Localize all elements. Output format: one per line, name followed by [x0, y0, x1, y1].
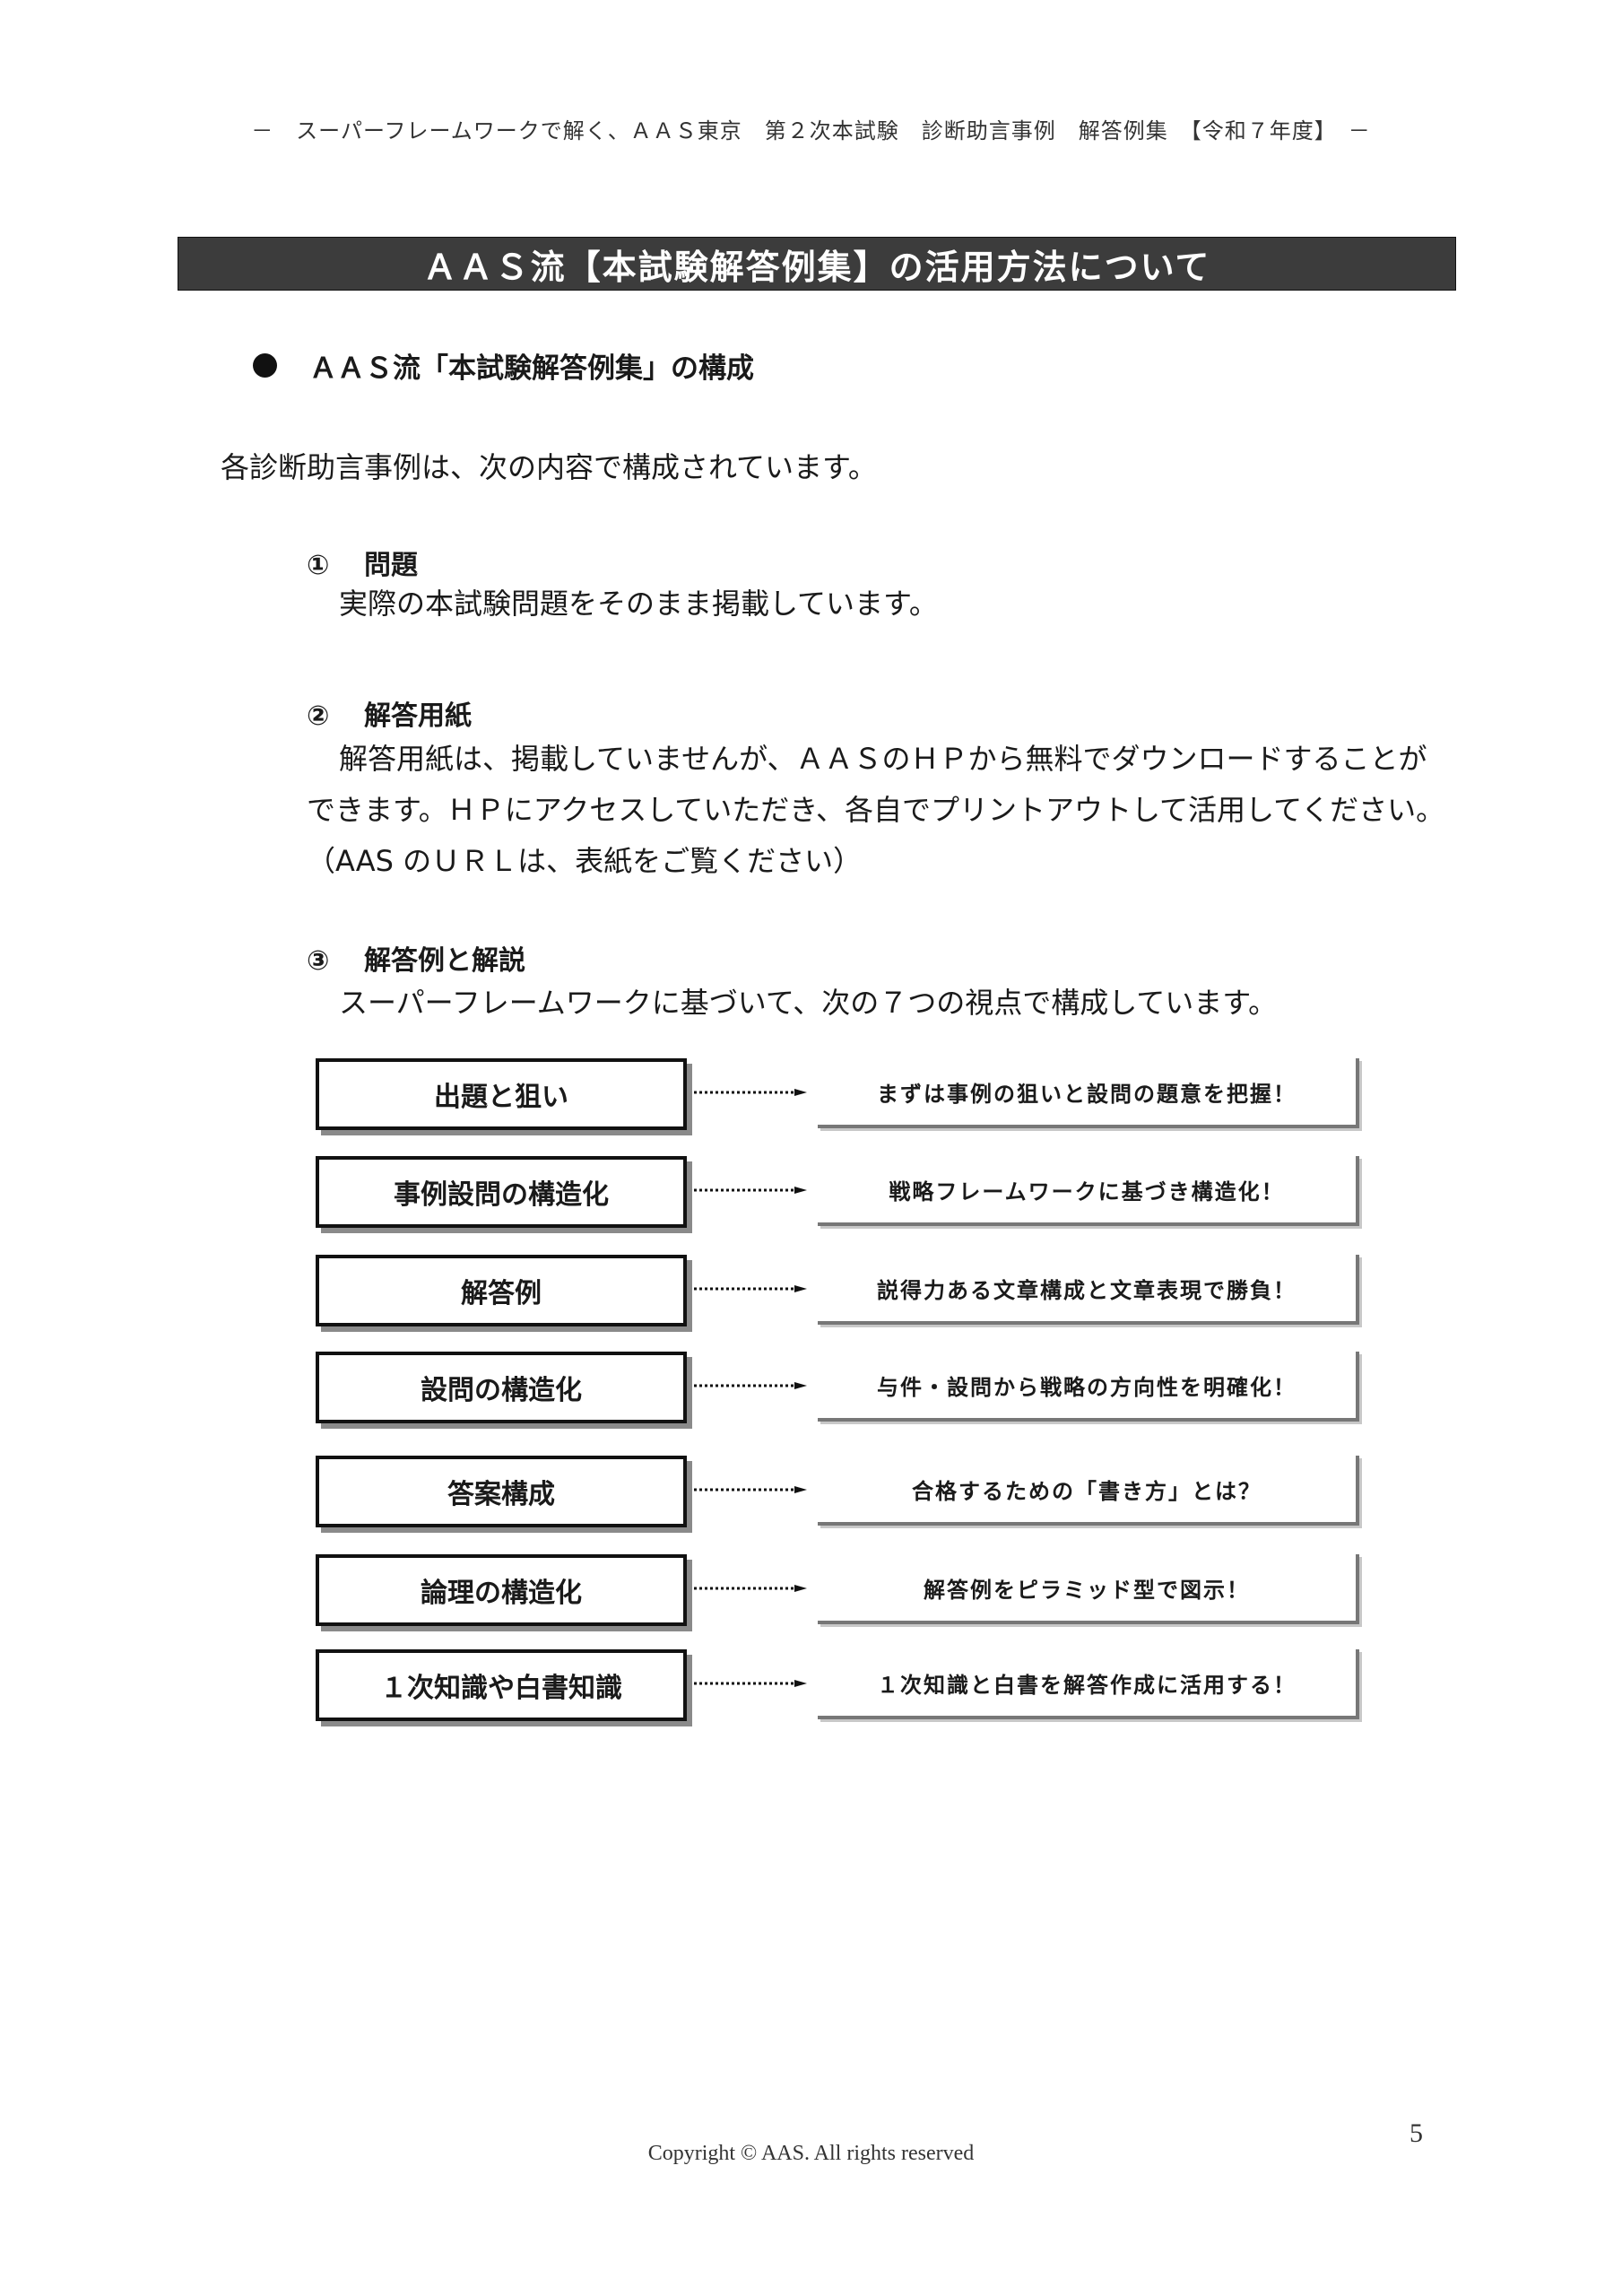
- diagram-item-box: 答案構成: [316, 1456, 687, 1527]
- section-body-3: スーパーフレームワークに基づいて、次の７つの視点で構成しています。: [307, 978, 1463, 1029]
- section-heading-2: ② 解答用紙: [307, 693, 472, 733]
- section-body-2: 解答用紙は、掲載していませんが、ＡＡＳのＨＰから無料でダウンロードすることが で…: [307, 734, 1463, 887]
- page-title: ＡＡＳ流【本試験解答例集】の活用方法について: [178, 237, 1456, 291]
- section-line: 解答用紙は、掲載していませんが、ＡＡＳのＨＰから無料でダウンロードすることが: [339, 742, 1427, 776]
- dotted-arrow-icon: [694, 1486, 807, 1493]
- section-body-1: 実際の本試験問題をそのまま掲載しています。: [307, 578, 1463, 630]
- section-title: 解答例と解説: [364, 945, 525, 977]
- section-title: 問題: [364, 550, 418, 581]
- diagram-item-description: 合格するための「書き方」とは？: [818, 1456, 1359, 1526]
- diagram-item-box: 設問の構造化: [316, 1352, 687, 1423]
- copyright-notice: Copyright © AAS. All rights reserved: [647, 2142, 975, 2165]
- diagram-row: 答案構成 合格するための「書き方」とは？: [316, 1456, 1365, 1535]
- dotted-arrow-icon: [694, 1382, 807, 1389]
- section-number: ②: [307, 700, 330, 732]
- section-number: ③: [307, 945, 330, 977]
- diagram-item-description: 解答例をピラミッド型で図示！: [818, 1554, 1359, 1624]
- diagram-row: １次知識や白書知識 １次知識と白書を解答作成に活用する！: [316, 1649, 1365, 1728]
- section-line: （AAS のＵＲＬは、表紙をご覧ください）: [307, 844, 863, 878]
- dotted-arrow-icon: [694, 1089, 807, 1096]
- diagram-row: 設問の構造化 与件・設問から戦略の方向性を明確化！: [316, 1352, 1365, 1431]
- diagram-row: 論理の構造化 解答例をピラミッド型で図示！: [316, 1554, 1365, 1633]
- section-title: 解答用紙: [364, 700, 472, 732]
- diagram-item-box: 出題と狙い: [316, 1058, 687, 1130]
- diagram-row: 事例設問の構造化 戦略フレームワークに基づき構造化！: [316, 1156, 1365, 1235]
- bullet-heading: ＡＡＳ流「本試験解答例集」の構成: [253, 345, 754, 386]
- dotted-arrow-icon: [694, 1680, 807, 1687]
- diagram-item-description: 説得力ある文章構成と文章表現で勝負！: [818, 1255, 1359, 1325]
- dotted-arrow-icon: [694, 1285, 807, 1292]
- section-line: できます。ＨＰにアクセスしていただき、各自でプリントアウトして活用してください。: [307, 793, 1445, 827]
- section-number: ①: [307, 550, 330, 581]
- section-heading-1: ① 問題: [307, 543, 418, 582]
- diagram-item-box: １次知識や白書知識: [316, 1649, 687, 1721]
- bullet-heading-text: ＡＡＳ流「本試験解答例集」の構成: [309, 352, 754, 385]
- page-number: 5: [1409, 2118, 1423, 2148]
- dotted-arrow-icon: [694, 1187, 807, 1194]
- diagram-item-description: まずは事例の狙いと設問の題意を把握！: [818, 1058, 1359, 1128]
- bullet-dot-icon: [253, 353, 277, 378]
- diagram-item-description: 戦略フレームワークに基づき構造化！: [818, 1156, 1359, 1226]
- intro-paragraph: 各診断助言事例は、次の内容で構成されています。: [221, 450, 877, 484]
- diagram-item-box: 解答例: [316, 1255, 687, 1326]
- diagram-item-description: １次知識と白書を解答作成に活用する！: [818, 1649, 1359, 1719]
- section-line: スーパーフレームワークに基づいて、次の７つの視点で構成しています。: [339, 986, 1278, 1020]
- dotted-arrow-icon: [694, 1585, 807, 1592]
- diagram-item-description: 与件・設問から戦略の方向性を明確化！: [818, 1352, 1359, 1422]
- running-header: － スーパーフレームワークで解く、ＡＡＳ東京 第２次本試験 診断助言事例 解答例…: [251, 118, 1371, 144]
- diagram-row: 解答例 説得力ある文章構成と文章表現で勝負！: [316, 1255, 1365, 1334]
- diagram-row: 出題と狙い まずは事例の狙いと設問の題意を把握！: [316, 1058, 1365, 1137]
- diagram-item-box: 事例設問の構造化: [316, 1156, 687, 1228]
- diagram-item-box: 論理の構造化: [316, 1554, 687, 1626]
- section-line: 実際の本試験問題をそのまま掲載しています。: [339, 587, 938, 621]
- section-heading-3: ③ 解答例と解説: [307, 938, 525, 978]
